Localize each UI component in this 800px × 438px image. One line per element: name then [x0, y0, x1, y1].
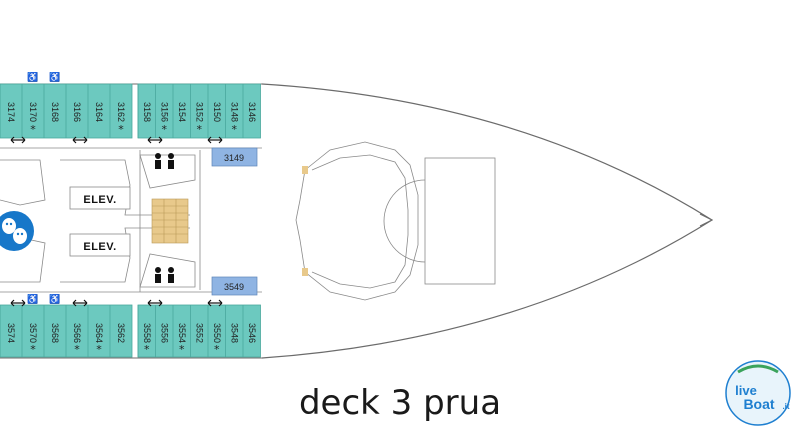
cabin-number: 3158 [142, 102, 152, 122]
bow-tip [699, 213, 714, 227]
cabin-block-bg [137, 304, 261, 358]
cabin-star-icon: * [30, 123, 36, 136]
cabin-number: 3558 [142, 323, 152, 343]
cabin-number: 3174 [6, 102, 16, 122]
elevator-top-label: ELEV. [83, 194, 116, 206]
cabin-number: 3170 [28, 102, 38, 122]
cabin-number: 3570 [28, 323, 38, 343]
cabin-star-icon: * [74, 343, 80, 356]
cabin-number: 3548 [229, 323, 239, 343]
page-title: deck 3 prua [299, 383, 501, 423]
accessible-icon: ♿ [27, 71, 38, 82]
cabin-number: 3146 [247, 102, 257, 122]
cabin-number: 3168 [50, 102, 60, 122]
cabin-star-icon: * [118, 123, 124, 136]
svg-text:.it: .it [782, 402, 789, 411]
cabin-number: 3554 [177, 323, 187, 343]
cabin-number: 3550 [212, 323, 222, 343]
room-box-bottom-label: 3549 [224, 282, 244, 292]
double-arrow-icon [207, 136, 223, 144]
cabin-number: 3556 [159, 323, 169, 343]
room-box-top [211, 147, 258, 167]
cabin-star-icon: * [197, 123, 203, 136]
cabin-number: 3156 [159, 102, 169, 122]
double-arrow-icon [10, 136, 26, 144]
double-arrow-icon [72, 299, 88, 307]
cabin-number: 3166 [72, 102, 82, 122]
cabin-number: 3566 [72, 323, 82, 343]
accessible-icon: ♿ [49, 293, 60, 304]
cabin-number: 3152 [194, 102, 204, 122]
double-arrow-icon [207, 299, 223, 307]
cabin-number: 3150 [212, 102, 222, 122]
forward-lounge-outline [295, 141, 496, 301]
cabin-number: 3546 [247, 323, 257, 343]
cabin-star-icon: * [179, 343, 185, 356]
accessible-icon: ♿ [49, 71, 60, 82]
cabin-number: 3568 [50, 323, 60, 343]
elevator-top [69, 186, 131, 210]
cabin-block-bg [137, 83, 261, 139]
theater-masks-icon [0, 211, 34, 251]
cabin-number: 3162 [116, 102, 126, 122]
cabin-star-icon: * [214, 343, 220, 356]
cabin-number: 3164 [94, 102, 104, 122]
elevator-bottom-label: ELEV. [83, 241, 116, 253]
double-arrow-icon [147, 136, 163, 144]
stage-marker [302, 268, 308, 276]
elevator-bottom [69, 233, 131, 257]
cabin-number: 3552 [194, 323, 204, 343]
accessible-icon: ♿ [27, 293, 38, 304]
cabin-number: 3562 [116, 323, 126, 343]
double-arrow-icon [147, 299, 163, 307]
svg-text:live: live [735, 383, 757, 398]
svg-text:Boat: Boat [743, 396, 774, 412]
cabin-number: 3148 [229, 102, 239, 122]
double-arrow-icon [10, 299, 26, 307]
cabin-number: 3154 [177, 102, 187, 122]
restroom-icon [155, 267, 174, 283]
room-box-bottom [211, 276, 258, 296]
double-arrow-icon [72, 136, 88, 144]
room-box-top-label: 3149 [224, 153, 244, 163]
stairs-icon [151, 198, 189, 244]
cabin-star-icon: * [232, 123, 238, 136]
cabin-star-icon: * [30, 343, 36, 356]
stage-marker [302, 166, 308, 174]
restroom-icon [155, 153, 174, 169]
hull-outline [261, 83, 714, 359]
cabin-star-icon: * [96, 343, 102, 356]
cabin-number: 3564 [94, 323, 104, 343]
cabin-star-icon: * [144, 343, 150, 356]
liveboat-logo: live Boat .it [725, 360, 791, 426]
interior-lines [0, 147, 262, 293]
cabin-star-icon: * [162, 123, 168, 136]
cabin-number: 3574 [6, 323, 16, 343]
